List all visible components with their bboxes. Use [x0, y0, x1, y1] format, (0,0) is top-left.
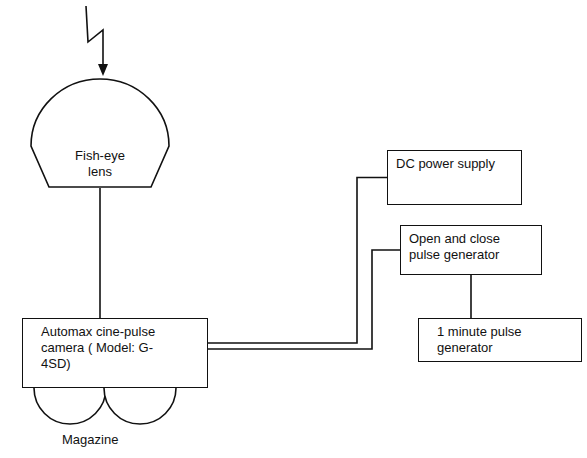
- wire-connector: [208, 250, 400, 349]
- node-text: DC power supply: [396, 156, 496, 172]
- wire-connector: [208, 178, 387, 344]
- node-text: Open and close pulse generator: [409, 231, 533, 263]
- device-box: DC power supply: [387, 150, 522, 205]
- device-box: Automax cine-pulse camera ( Model: G-4SD…: [22, 318, 208, 388]
- magazine-reel: [34, 388, 106, 424]
- node-text: 1 minute pulse generator: [437, 324, 573, 356]
- node-text: Automax cine-pulse camera ( Model: G-4SD…: [41, 324, 159, 372]
- node-text: Fish-eye lens: [69, 148, 131, 180]
- lightning-symbol: [86, 6, 103, 66]
- device-box: 1 minute pulse generator: [418, 318, 582, 362]
- lens-dome: Fish-eye lens: [30, 78, 170, 188]
- wire-connector: [99, 188, 101, 318]
- part-label: Magazine: [60, 432, 120, 448]
- device-box: Open and close pulse generator: [400, 225, 542, 275]
- wire-connector: [470, 275, 472, 318]
- magazine-reel: [104, 388, 176, 424]
- arrow-head: [98, 64, 108, 76]
